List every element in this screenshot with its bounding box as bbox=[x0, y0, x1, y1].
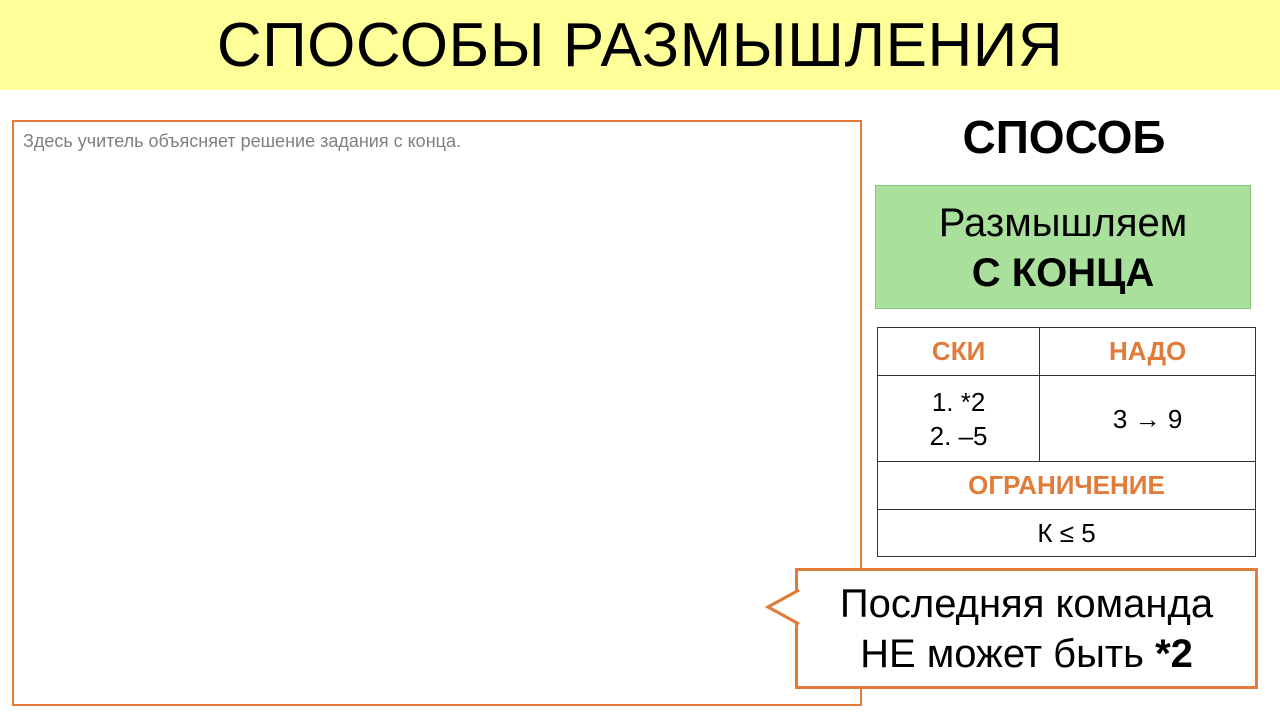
method-line2: С КОНЦА bbox=[971, 251, 1155, 295]
restriction-header: ОГРАНИЧЕНИЕ bbox=[877, 461, 1256, 510]
task-table: СКИ НАДО 1. *2 2. –5 3 → 9 ОГРАНИЧЕНИЕ К… bbox=[876, 327, 1256, 557]
goal-cell: 3 → 9 bbox=[1039, 375, 1256, 462]
command-1: 1. *2 bbox=[931, 386, 986, 417]
callout-line2-bold: *2 bbox=[1155, 632, 1193, 676]
explanation-panel: Здесь учитель объясняет решение задания … bbox=[12, 120, 862, 706]
hint-callout: Последняя команда НЕ может быть *2 bbox=[765, 568, 1258, 689]
commands-cell: 1. *2 2. –5 bbox=[876, 375, 1041, 462]
restriction-cell: К ≤ 5 bbox=[877, 509, 1256, 557]
title-banner: СПОСОБЫ РАЗМЫШЛЕНИЯ bbox=[0, 0, 1280, 90]
method-box: Размышляем С КОНЦА bbox=[875, 185, 1251, 309]
goal-header: НАДО bbox=[1039, 327, 1256, 376]
method-heading: СПОСОБ bbox=[962, 111, 1166, 163]
command-2: 2. –5 bbox=[929, 420, 988, 451]
callout-line2-text: НЕ может быть bbox=[860, 632, 1156, 676]
callout-line2: НЕ может быть *2 bbox=[798, 629, 1255, 679]
callout-line1: Последняя команда bbox=[839, 582, 1214, 626]
commands-header: СКИ bbox=[876, 327, 1041, 376]
callout-pointer-icon bbox=[765, 588, 801, 626]
page-title: СПОСОБЫ РАЗМЫШЛЕНИЯ bbox=[216, 10, 1064, 80]
explanation-note: Здесь учитель объясняет решение задания … bbox=[23, 131, 461, 151]
method-line1: Размышляем bbox=[938, 201, 1188, 245]
